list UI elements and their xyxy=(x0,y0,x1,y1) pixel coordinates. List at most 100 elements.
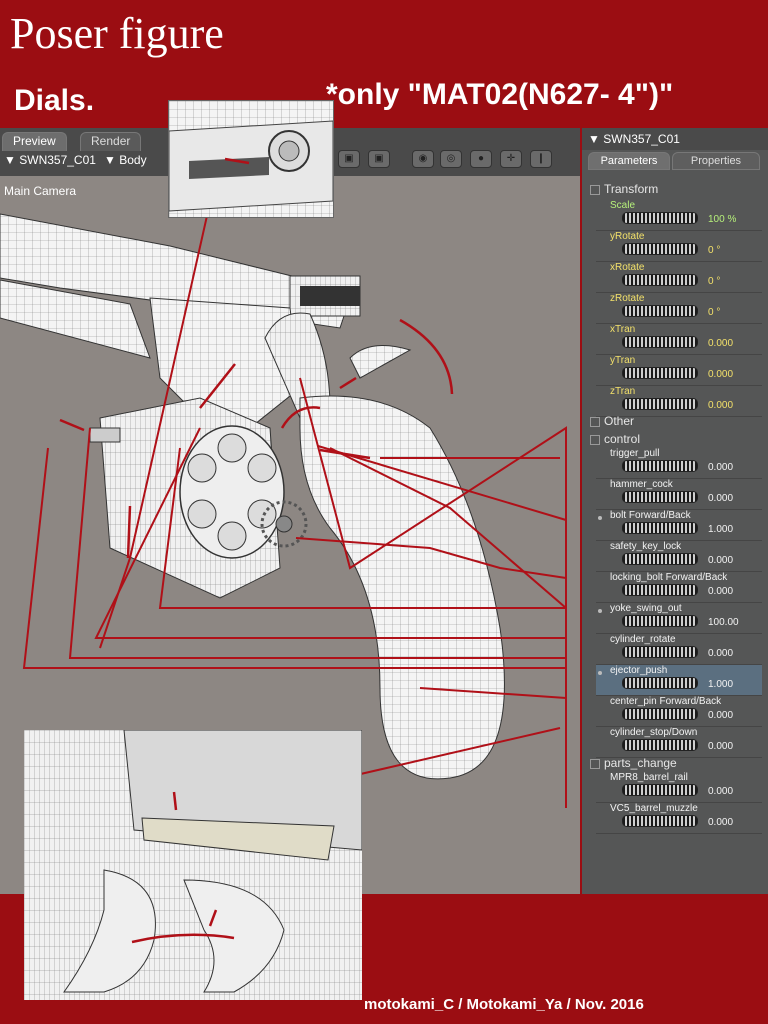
param-yoke-swing-out[interactable]: yoke_swing_out 100.00 xyxy=(596,603,762,634)
param-value[interactable]: 0.000 xyxy=(708,338,734,349)
dials-heading: Dials. xyxy=(14,84,95,117)
param-value[interactable]: 100.00 xyxy=(708,617,739,628)
dial-slider[interactable] xyxy=(622,212,698,224)
param-hammer-cock[interactable]: hammer_cock 0.000 xyxy=(596,479,762,510)
tab-preview[interactable]: Preview xyxy=(2,132,67,151)
param-value[interactable]: 0.000 xyxy=(708,710,734,721)
camera-alt-icon[interactable]: ▣ xyxy=(368,150,390,168)
title: Poser figure xyxy=(10,9,224,58)
collapse-icon xyxy=(590,434,600,445)
inset-trigger-wireframe xyxy=(24,730,362,1000)
param-label: bolt Forward/Back xyxy=(610,510,691,521)
param-zrotate[interactable]: zRotate 0 ° xyxy=(596,293,762,324)
dial-slider[interactable] xyxy=(622,243,698,255)
param-xtran[interactable]: xTran 0.000 xyxy=(596,324,762,355)
param-value[interactable]: 0.000 xyxy=(708,817,734,828)
param-mpr8-barrel-rail[interactable]: MPR8_barrel_rail 0.000 xyxy=(596,772,762,803)
param-center-pin[interactable]: center_pin Forward/Back 0.000 xyxy=(596,696,762,727)
param-locking-bolt[interactable]: locking_bolt Forward/Back 0.000 xyxy=(596,572,762,603)
bullet-icon xyxy=(598,609,602,613)
param-value[interactable]: 0.000 xyxy=(708,586,734,597)
param-yrotate[interactable]: yRotate 0 ° xyxy=(596,231,762,262)
param-trigger-pull[interactable]: trigger_pull 0.000 xyxy=(596,448,762,479)
dial-slider[interactable] xyxy=(622,398,698,410)
dial-slider[interactable] xyxy=(622,584,698,596)
param-label: cylinder_stop/Down xyxy=(610,727,698,738)
param-ztran[interactable]: zTran 0.000 xyxy=(596,386,762,417)
param-ejector-push[interactable]: ejector_push 1.000 xyxy=(596,665,762,696)
param-bolt-forward-back[interactable]: bolt Forward/Back 1.000 xyxy=(596,510,762,541)
param-ytran[interactable]: yTran 0.000 xyxy=(596,355,762,386)
tab-properties[interactable]: Properties xyxy=(672,152,760,170)
param-label: cylinder_rotate xyxy=(610,634,676,645)
param-label: zRotate xyxy=(610,293,645,304)
dial-slider[interactable] xyxy=(622,708,698,720)
param-value[interactable]: 1.000 xyxy=(708,679,734,690)
param-cylinder-stop[interactable]: cylinder_stop/Down 0.000 xyxy=(596,727,762,758)
param-label: trigger_pull xyxy=(610,448,660,459)
panel-header[interactable]: ▼ SWN357_C01 xyxy=(582,128,768,150)
param-value[interactable]: 0.000 xyxy=(708,400,734,411)
tab-render[interactable]: Render xyxy=(80,132,142,151)
inset-safety-wireframe xyxy=(169,101,333,217)
figure-icon[interactable]: ❙ xyxy=(530,150,552,168)
dial-slider[interactable] xyxy=(622,460,698,472)
rotate-icon[interactable]: ◎ xyxy=(440,150,462,168)
group-other[interactable]: Other xyxy=(590,414,634,428)
param-label: MPR8_barrel_rail xyxy=(610,772,688,783)
group-transform[interactable]: Transform xyxy=(590,182,658,196)
param-value[interactable]: 0 ° xyxy=(708,307,721,318)
figure-select[interactable]: ▼ SWN357_C01 xyxy=(4,153,96,167)
param-value[interactable]: 1.000 xyxy=(708,524,734,535)
param-label: VC5_barrel_muzzle xyxy=(610,803,698,814)
dial-slider[interactable] xyxy=(622,739,698,751)
dial-slider[interactable] xyxy=(622,784,698,796)
dial-slider[interactable] xyxy=(622,815,698,827)
group-label: control xyxy=(604,432,641,446)
dial-slider[interactable] xyxy=(622,336,698,348)
group-control[interactable]: control xyxy=(590,432,640,446)
param-value[interactable]: 0.000 xyxy=(708,741,734,752)
camera-icon[interactable]: ▣ xyxy=(338,150,360,168)
dial-slider[interactable] xyxy=(622,305,698,317)
translate-icon[interactable]: ✛ xyxy=(500,150,522,168)
dial-slider[interactable] xyxy=(622,646,698,658)
trackball-icon[interactable]: ● xyxy=(470,150,492,168)
dial-slider[interactable] xyxy=(622,274,698,286)
param-value[interactable]: 0.000 xyxy=(708,648,734,659)
move-icon[interactable]: ◉ xyxy=(412,150,434,168)
figure-select-label: SWN357_C01 xyxy=(19,153,96,167)
dial-slider[interactable] xyxy=(622,491,698,503)
chevron-down-icon: ▼ xyxy=(588,132,600,146)
dial-slider[interactable] xyxy=(622,367,698,379)
param-safety-key-lock[interactable]: safety_key_lock 0.000 xyxy=(596,541,762,572)
param-cylinder-rotate[interactable]: cylinder_rotate 0.000 xyxy=(596,634,762,665)
param-value[interactable]: 100 % xyxy=(708,214,737,225)
dial-slider[interactable] xyxy=(622,553,698,565)
dial-slider[interactable] xyxy=(622,522,698,534)
inset-safety-detail xyxy=(168,100,334,218)
param-value[interactable]: 0.000 xyxy=(708,493,734,504)
param-xrotate[interactable]: xRotate 0 ° xyxy=(596,262,762,293)
group-parts-change[interactable]: parts_change xyxy=(590,756,677,770)
part-select[interactable]: ▼ Body xyxy=(104,153,147,167)
param-label: ejector_push xyxy=(610,665,668,676)
param-label: xTran xyxy=(610,324,636,335)
param-value[interactable]: 0 ° xyxy=(708,276,721,287)
param-value[interactable]: 0 ° xyxy=(708,245,721,256)
param-value[interactable]: 0.000 xyxy=(708,369,734,380)
dial-slider[interactable] xyxy=(622,615,698,627)
tab-parameters[interactable]: Parameters xyxy=(588,152,670,170)
collapse-icon xyxy=(590,184,600,195)
param-value[interactable]: 0.000 xyxy=(708,462,734,473)
dial-slider[interactable] xyxy=(622,677,698,689)
param-value[interactable]: 0.000 xyxy=(708,786,734,797)
param-vc5-barrel-muzzle[interactable]: VC5_barrel_muzzle 0.000 xyxy=(596,803,762,834)
camera-label: Main Camera xyxy=(4,184,77,198)
param-label: yTran xyxy=(610,355,636,366)
param-label: yoke_swing_out xyxy=(610,603,682,614)
param-value[interactable]: 0.000 xyxy=(708,555,734,566)
param-scale[interactable]: Scale 100 % xyxy=(596,200,762,231)
chevron-down-icon: ▼ xyxy=(104,153,116,167)
part-select-label: Body xyxy=(119,153,147,167)
